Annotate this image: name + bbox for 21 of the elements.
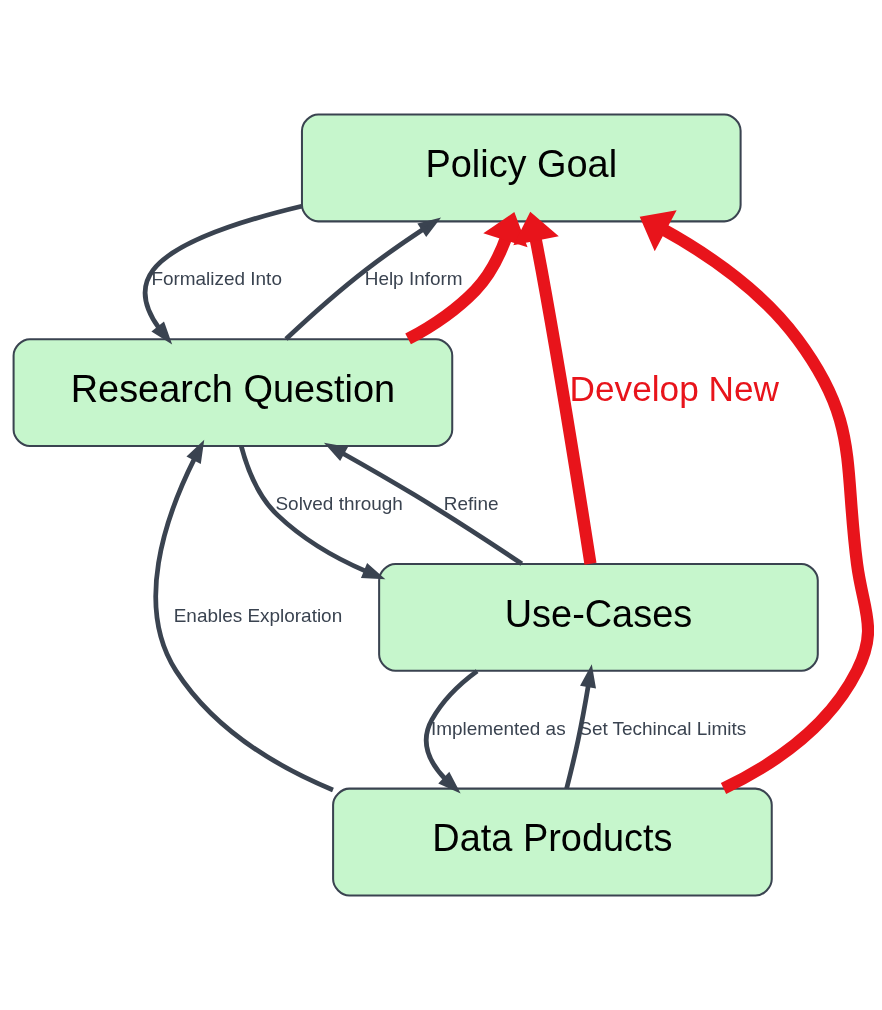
arrow <box>639 210 874 795</box>
edge-label: Solved through <box>275 493 403 515</box>
node-box: Research Question <box>12 338 454 448</box>
arrow <box>153 439 334 793</box>
edge-label: Implemented as <box>430 717 566 739</box>
arrow <box>142 203 303 345</box>
node-box: Data Products <box>332 787 773 897</box>
edge-label: Help Inform <box>364 268 463 290</box>
edge-label: Enables Exploration <box>173 605 343 627</box>
edge-label: Refine <box>443 493 499 515</box>
arrow <box>323 442 524 566</box>
arrow <box>405 212 528 345</box>
node-box: Use-Cases <box>378 562 819 672</box>
edge-label: Develop New <box>569 369 779 409</box>
arrow <box>564 664 596 790</box>
edge-label: Formalized Into <box>151 268 282 290</box>
arrow <box>423 669 479 794</box>
arrow <box>239 445 386 580</box>
node-box: Policy Goal <box>300 113 742 223</box>
arrow <box>513 211 597 565</box>
arrow <box>284 217 442 341</box>
